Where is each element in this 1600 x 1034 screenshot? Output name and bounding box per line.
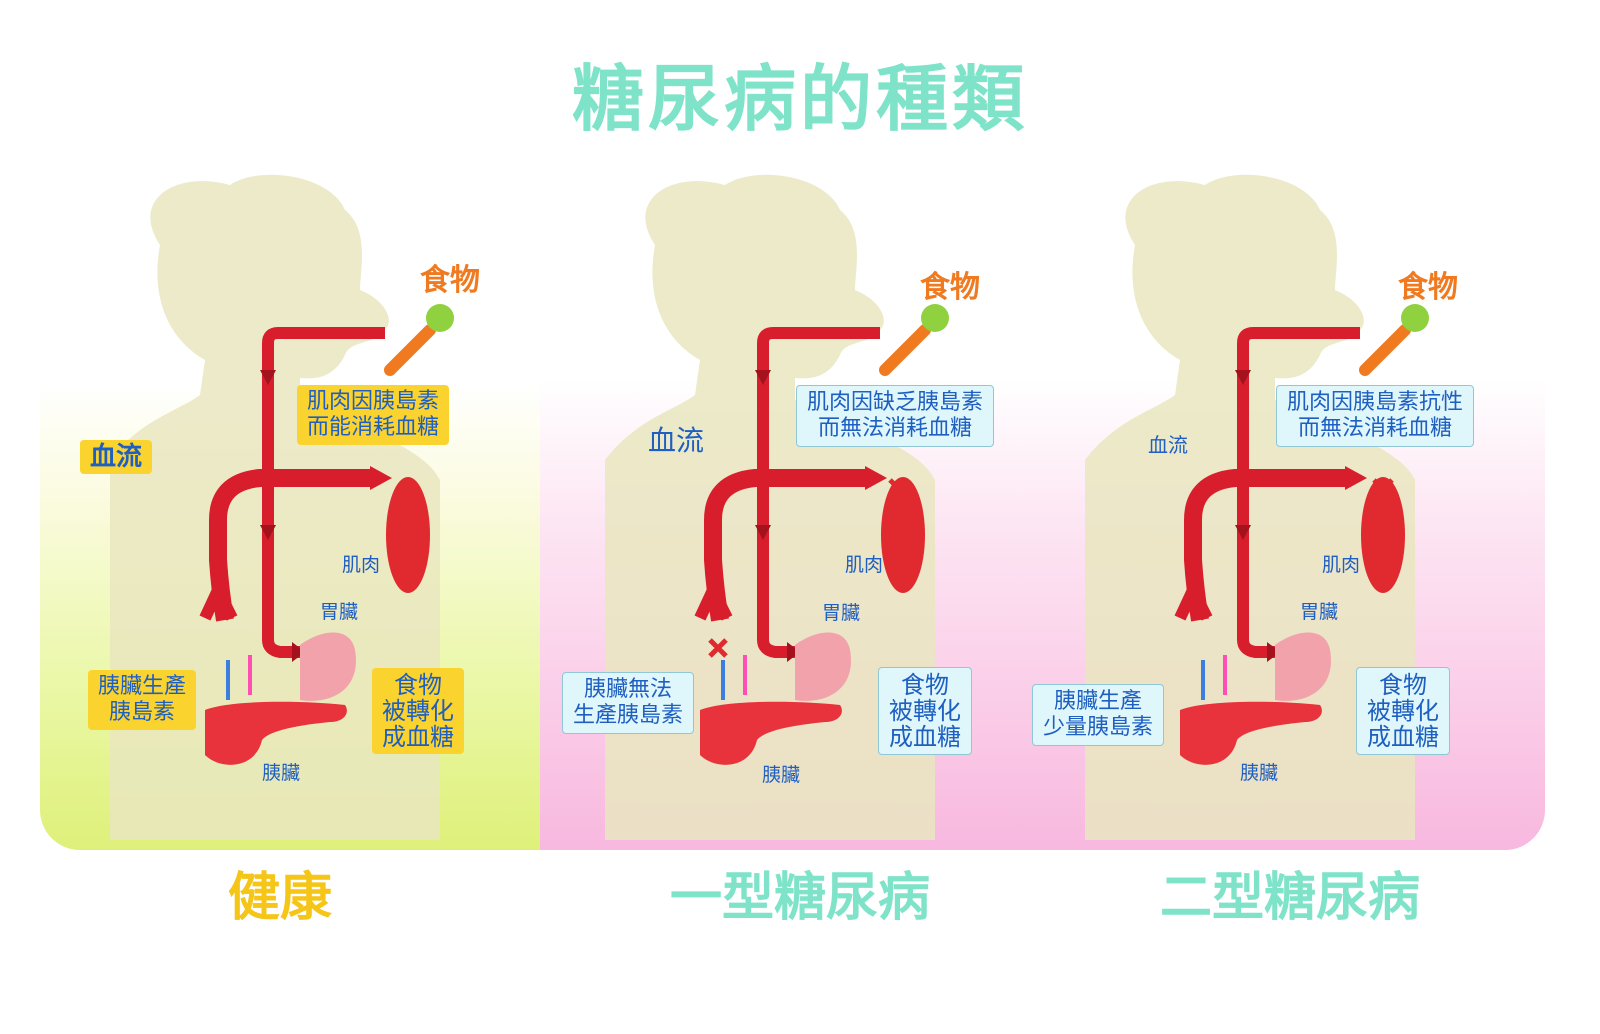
- type2-food-note-line3: 成血糖: [1367, 723, 1439, 751]
- type2-food-note: 食物 被轉化 成血糖: [1356, 667, 1450, 755]
- type1-pancreas-note-line1: 胰臟無法: [584, 677, 673, 702]
- type1-muscle-label: 肌肉: [845, 554, 884, 576]
- type2-blood-label: 血流: [1148, 433, 1188, 457]
- type1-muscle-note-line1: 肌肉因缺乏胰島素: [807, 390, 984, 415]
- healthy-food-note-line3: 成血糖: [382, 723, 454, 751]
- healthy-caption: 健康: [227, 868, 332, 928]
- type1-pancreas-label: 胰臟: [762, 764, 801, 786]
- healthy-pancreas-note-line1: 胰臟生產: [98, 674, 187, 699]
- healthy-stomach-label: 胃臟: [320, 601, 359, 623]
- type2-food-note-line2: 被轉化: [1367, 697, 1439, 725]
- healthy-food-note: 食物 被轉化 成血糖: [372, 668, 464, 754]
- type1-food-note-line2: 被轉化: [889, 697, 961, 725]
- type2-pancreas-label: 胰臟: [1240, 762, 1279, 784]
- type1-pancreas-note: 胰臟無法 生產胰島素: [562, 672, 695, 734]
- type2-muscle-note-line2: 而無法消耗血糖: [1298, 416, 1453, 441]
- type2-muscle-note: 肌肉因胰島素抗性 而無法消耗血糖: [1276, 385, 1475, 447]
- healthy-pancreas-label: 胰臟: [262, 762, 301, 784]
- type2-pancreas-note-line2: 少量胰島素: [1043, 715, 1154, 740]
- type2-muscle-label: 肌肉: [1322, 554, 1361, 576]
- healthy-muscle-note-line2: 而能消耗血糖: [307, 415, 440, 440]
- page-title: 糖尿病的種類: [571, 57, 1028, 141]
- type2-food-label: 食物: [1398, 270, 1458, 305]
- type1-blood-label: 血流: [648, 424, 705, 457]
- healthy-blood-label: 血流: [80, 440, 153, 474]
- healthy-pancreas-note: 胰臟生產 胰島素: [88, 670, 197, 730]
- type1-stomach-label: 胃臟: [822, 602, 861, 624]
- healthy-muscle-note-line1: 肌肉因胰島素: [307, 389, 440, 414]
- type1-muscle-note-line2: 而無法消耗血糖: [818, 416, 973, 441]
- type2-food-note-line1: 食物: [1379, 671, 1427, 699]
- type2-pancreas-note: 胰臟生產 少量胰島素: [1032, 684, 1165, 746]
- type2-pancreas-note-line1: 胰臟生產: [1054, 689, 1143, 714]
- healthy-food-note-line2: 被轉化: [382, 697, 454, 725]
- healthy-pancreas-note-line2: 胰島素: [109, 700, 176, 725]
- type1-food-note-line1: 食物: [901, 671, 949, 699]
- healthy-muscle-note: 肌肉因胰島素 而能消耗血糖: [297, 385, 450, 445]
- type1-food-note-line3: 成血糖: [889, 723, 961, 751]
- healthy-food-note-line1: 食物: [394, 671, 442, 699]
- type1-food-label: 食物: [920, 270, 980, 305]
- type1-muscle-note: 肌肉因缺乏胰島素 而無法消耗血糖: [796, 385, 995, 447]
- type1-food-note: 食物 被轉化 成血糖: [878, 667, 972, 755]
- healthy-food-label: 食物: [420, 263, 480, 298]
- healthy-muscle-label: 肌肉: [342, 554, 381, 576]
- type2-caption: 二型糖尿病: [1159, 868, 1420, 928]
- type2-muscle-note-line1: 肌肉因胰島素抗性: [1287, 390, 1464, 415]
- type2-stomach-label: 胃臟: [1300, 601, 1339, 623]
- type1-pancreas-note-line2: 生產胰島素: [573, 703, 684, 728]
- type1-caption: 一型糖尿病: [669, 868, 930, 928]
